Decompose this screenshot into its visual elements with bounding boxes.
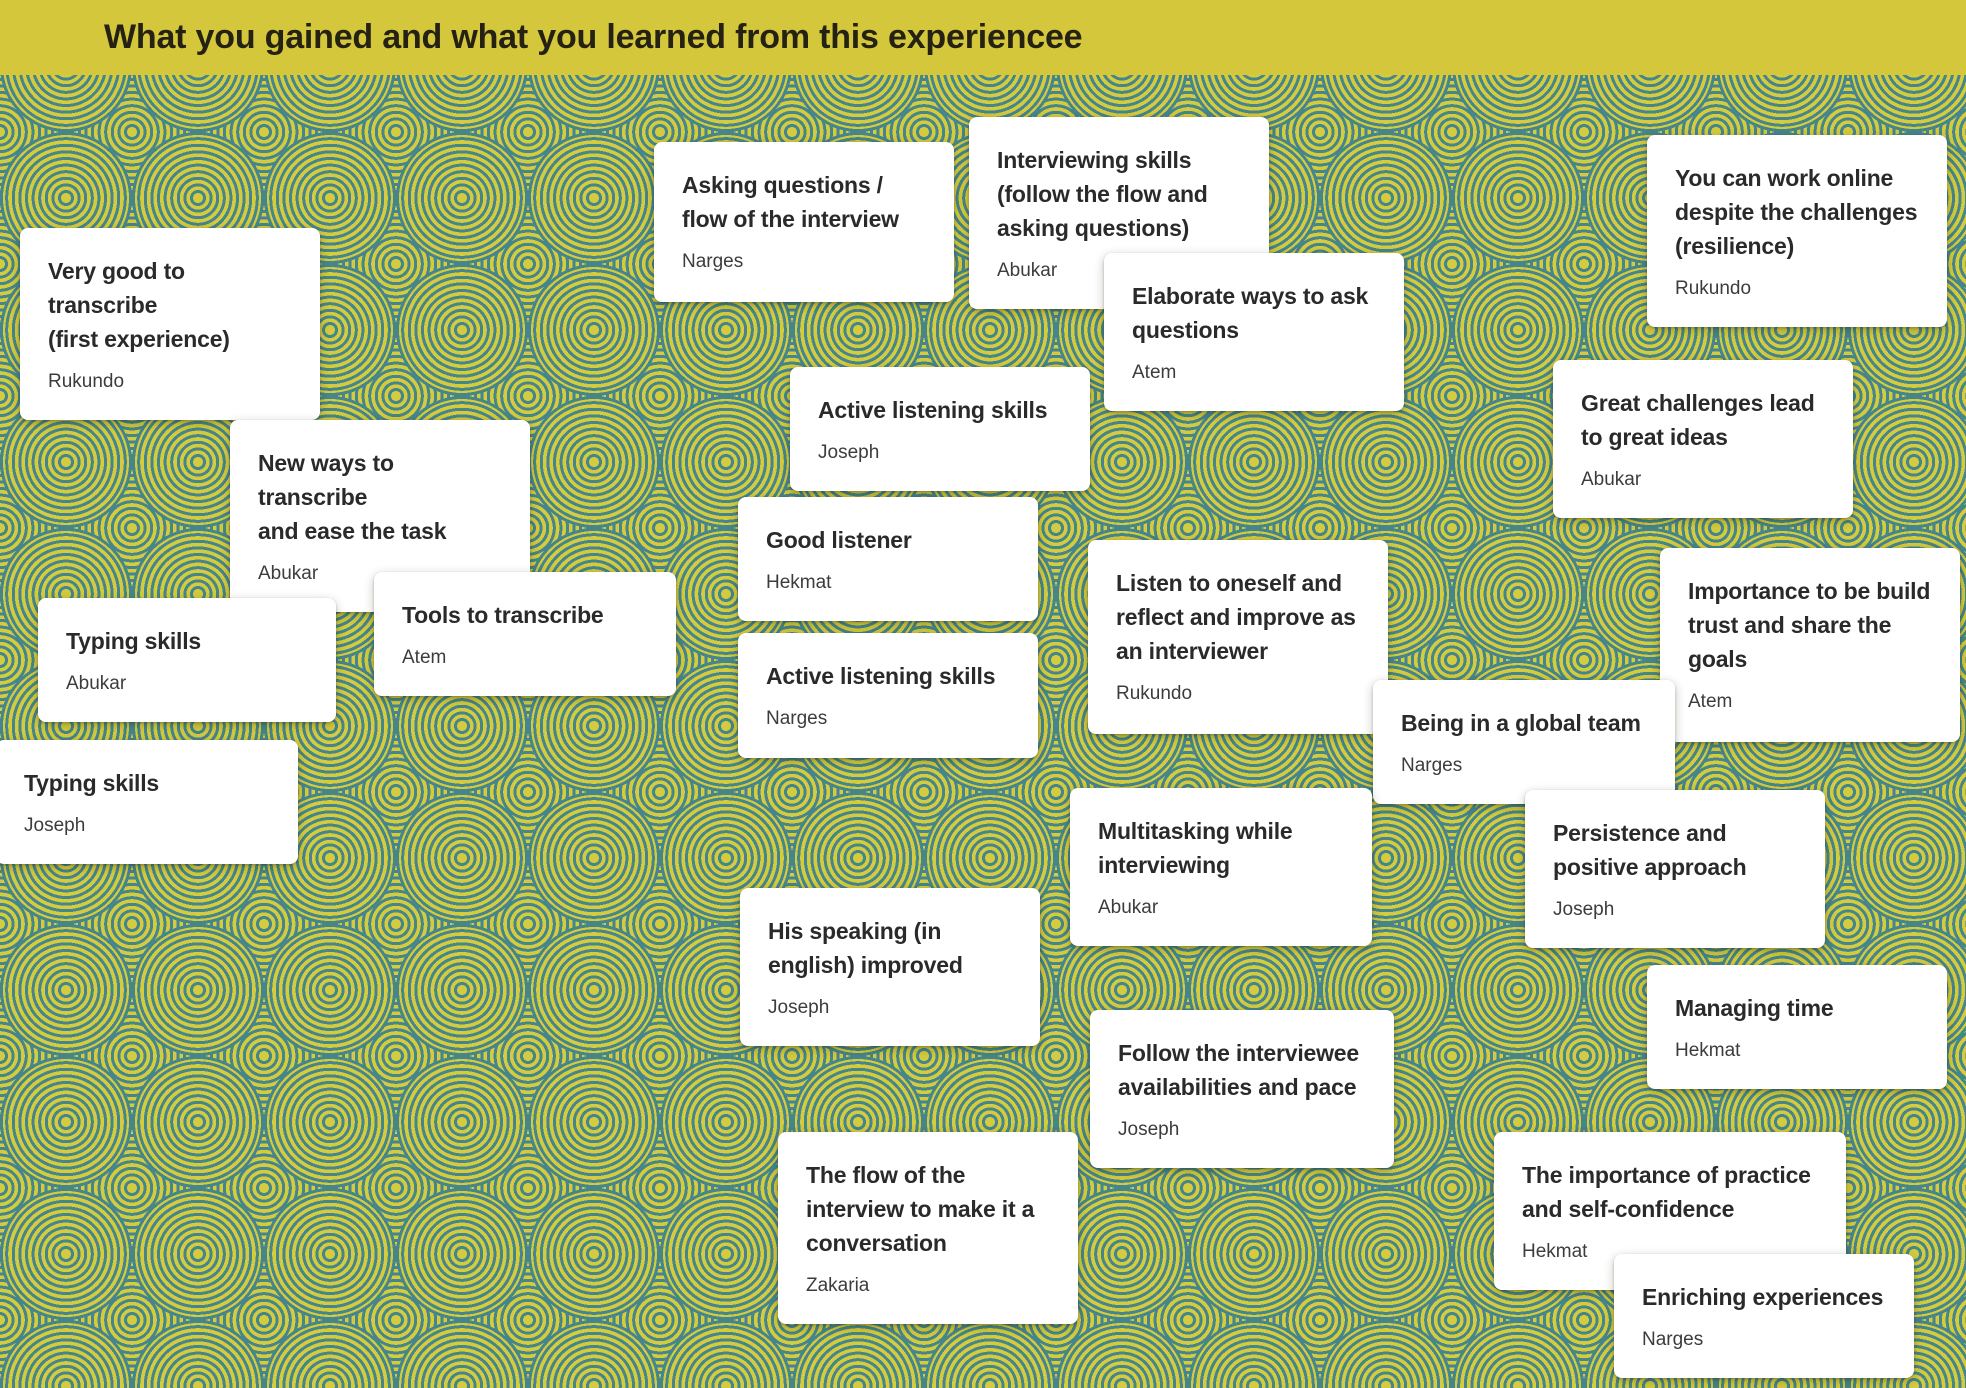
note-author: Abukar <box>66 673 127 694</box>
note-card[interactable]: Good listener Hekmat <box>738 497 1038 621</box>
note-author: Joseph <box>768 997 830 1018</box>
note-card[interactable]: Active listening skills Narges <box>738 633 1038 758</box>
note-title: Interviewing skills (follow the flow and… <box>997 147 1208 241</box>
note-title: Listen to oneself and reflect and improv… <box>1116 570 1356 664</box>
note-card[interactable]: Asking questions / flow of the interview… <box>654 142 954 302</box>
note-card[interactable]: Great challenges lead to great ideas Abu… <box>1553 360 1853 518</box>
note-card[interactable]: Multitasking while interviewing Abukar <box>1070 788 1372 946</box>
note-title: Importance to be build trust and share t… <box>1688 578 1931 672</box>
note-card[interactable]: Interviewing skills (follow the flow and… <box>969 117 1269 309</box>
note-title: Active listening skills <box>766 663 996 689</box>
note-title: Enriching experiences <box>1642 1284 1884 1310</box>
note-title: Very good to transcribe (first experienc… <box>48 258 230 352</box>
note-title: Persistence and positive approach <box>1553 820 1747 880</box>
note-card[interactable]: Listen to oneself and reflect and improv… <box>1088 540 1388 734</box>
note-author: Atem <box>402 647 447 668</box>
note-author: Atem <box>1132 362 1177 383</box>
note-title: Asking questions / flow of the interview <box>682 172 899 232</box>
note-card[interactable]: Managing time Hekmat <box>1647 965 1947 1089</box>
note-author: Narges <box>1401 755 1463 776</box>
note-card[interactable]: Being in a global team Narges <box>1373 680 1675 804</box>
note-card[interactable]: Importance to be build trust and share t… <box>1660 548 1960 742</box>
note-card[interactable]: The flow of the interview to make it a c… <box>778 1132 1078 1324</box>
note-author: Hekmat <box>766 572 832 593</box>
note-title: Follow the interviewee availabilities an… <box>1118 1040 1359 1100</box>
note-card[interactable]: His speaking (in english) improved Josep… <box>740 888 1040 1046</box>
note-card[interactable]: Enriching experiences Narges <box>1614 1254 1914 1378</box>
note-card[interactable]: Elaborate ways to ask questions Atem <box>1104 253 1404 411</box>
board-header: What you gained and what you learned fro… <box>0 0 1966 75</box>
note-title: Being in a global team <box>1401 710 1641 736</box>
note-author: Abukar <box>997 260 1058 281</box>
note-author: Narges <box>682 251 744 272</box>
note-title: You can work online despite the challeng… <box>1675 165 1918 259</box>
note-author: Zakaria <box>806 1275 870 1296</box>
note-author: Joseph <box>24 815 86 836</box>
note-title: New ways to transcribe and ease the task <box>258 450 447 544</box>
note-card[interactable]: You can work online despite the challeng… <box>1647 135 1947 327</box>
note-card[interactable]: Very good to transcribe (first experienc… <box>20 228 320 420</box>
note-card[interactable]: Typing skills Joseph <box>0 740 298 864</box>
note-title: Managing time <box>1675 995 1834 1021</box>
note-author: Rukundo <box>1675 278 1752 299</box>
note-title: Great challenges lead to great ideas <box>1581 390 1815 450</box>
board-title: What you gained and what you learned fro… <box>104 18 1083 56</box>
note-title: Tools to transcribe <box>402 602 604 628</box>
note-author: Abukar <box>258 563 319 584</box>
note-author: Abukar <box>1581 469 1642 490</box>
note-author: Rukundo <box>1116 683 1193 704</box>
note-title: Elaborate ways to ask questions <box>1132 283 1369 343</box>
note-author: Rukundo <box>48 371 125 392</box>
note-card[interactable]: Persistence and positive approach Joseph <box>1525 790 1825 948</box>
note-author: Hekmat <box>1675 1040 1741 1061</box>
note-card[interactable]: Active listening skills Joseph <box>790 367 1090 491</box>
note-card[interactable]: Typing skills Abukar <box>38 598 336 722</box>
note-author: Joseph <box>1118 1119 1180 1140</box>
note-title: Typing skills <box>66 628 202 654</box>
note-author: Joseph <box>818 442 880 463</box>
note-card[interactable]: Tools to transcribe Atem <box>374 572 676 696</box>
note-title: Active listening skills <box>818 397 1048 423</box>
note-author: Narges <box>766 708 828 729</box>
note-title: Multitasking while interviewing <box>1098 818 1293 878</box>
note-card[interactable]: Follow the interviewee availabilities an… <box>1090 1010 1394 1168</box>
note-author: Abukar <box>1098 897 1159 918</box>
note-title: The flow of the interview to make it a c… <box>806 1162 1035 1256</box>
note-title: The importance of practice and self-conf… <box>1522 1162 1811 1222</box>
note-author: Narges <box>1642 1329 1704 1350</box>
note-title: Good listener <box>766 527 912 553</box>
note-author: Atem <box>1688 691 1733 712</box>
note-title: Typing skills <box>24 770 160 796</box>
note-title: His speaking (in english) improved <box>768 918 963 978</box>
note-author: Hekmat <box>1522 1241 1588 1262</box>
note-author: Joseph <box>1553 899 1615 920</box>
